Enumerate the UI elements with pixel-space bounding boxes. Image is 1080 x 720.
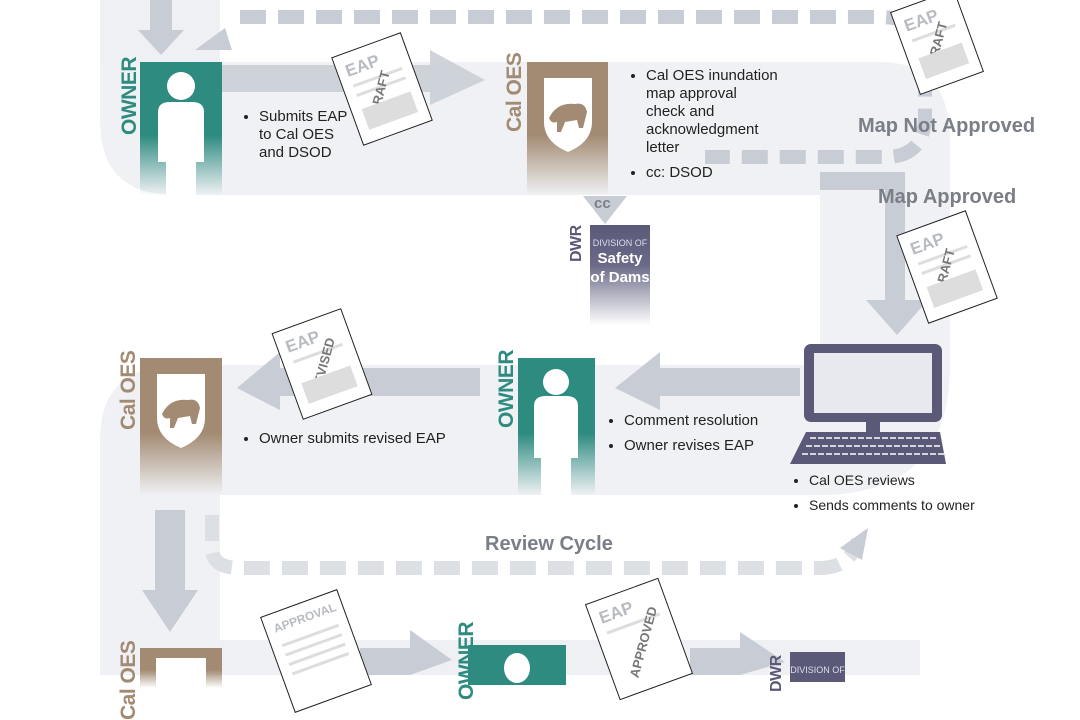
owner-panel-final xyxy=(468,645,566,685)
owner-step1-text: Submits EAP to Cal OES and DSOD xyxy=(243,108,353,169)
person-icon xyxy=(504,653,530,683)
cc-label: cc xyxy=(594,195,611,212)
dwr-safety: Safety xyxy=(597,250,643,267)
dwr-panel: DIVISION OF Safety of Dams xyxy=(590,225,650,325)
owner-panel-review xyxy=(518,358,595,495)
dwr-division-of: DIVISION OF xyxy=(790,665,845,675)
dwr-label-final: DWR xyxy=(768,655,785,692)
down-arrow-final xyxy=(142,510,198,632)
bear-shield-icon xyxy=(157,374,205,448)
dwr-label: DWR xyxy=(568,225,585,262)
arrow-to-owner-final xyxy=(360,630,452,675)
caloes-label-final: Cal OES xyxy=(117,640,140,720)
caloes-panel xyxy=(527,62,608,195)
owner-panel xyxy=(140,62,222,195)
review-cycle-dashed-path xyxy=(205,515,865,575)
bear-shield-icon xyxy=(544,78,592,152)
cc-arrow xyxy=(583,196,627,224)
caloes-review-text: Owner submits revised EAP xyxy=(243,430,463,455)
person-icon xyxy=(158,72,204,195)
computer-icon xyxy=(790,344,946,464)
person-icon xyxy=(534,369,578,495)
dwr-of-dams: of Dams xyxy=(590,269,650,286)
review-cycle-label: Review Cycle xyxy=(485,533,613,555)
owner-review-text: Comment resolutionOwner revises EAP xyxy=(608,412,778,462)
owner-label: OWNER xyxy=(118,57,141,135)
computer-text: Cal OES reviewsSends comments to owner xyxy=(793,471,993,521)
caloes-step1-text: Cal OES inundation map approval check an… xyxy=(630,67,780,189)
map-approved-label: Map Approved xyxy=(878,186,1017,208)
return-arrowhead xyxy=(195,28,232,50)
caloes-panel-final xyxy=(140,648,222,688)
owner-label-review: OWNER xyxy=(495,350,518,428)
dwr-division-of: DIVISION OF xyxy=(592,238,648,248)
dwr-panel-final: DIVISION OF xyxy=(790,652,845,682)
caloes-label: Cal OES xyxy=(503,52,526,132)
arrow-to-dwr-final xyxy=(690,632,785,675)
down-arrow-top xyxy=(138,0,184,55)
map-not-approved-label: Map Not Approved xyxy=(858,115,1036,137)
caloes-label-review: Cal OES xyxy=(117,350,140,430)
process-band xyxy=(100,0,950,675)
arrow-to-owner xyxy=(615,352,800,410)
map-approved-arrow xyxy=(820,172,928,335)
caloes-panel-review xyxy=(140,358,222,495)
review-cycle-arrowhead xyxy=(840,528,868,560)
